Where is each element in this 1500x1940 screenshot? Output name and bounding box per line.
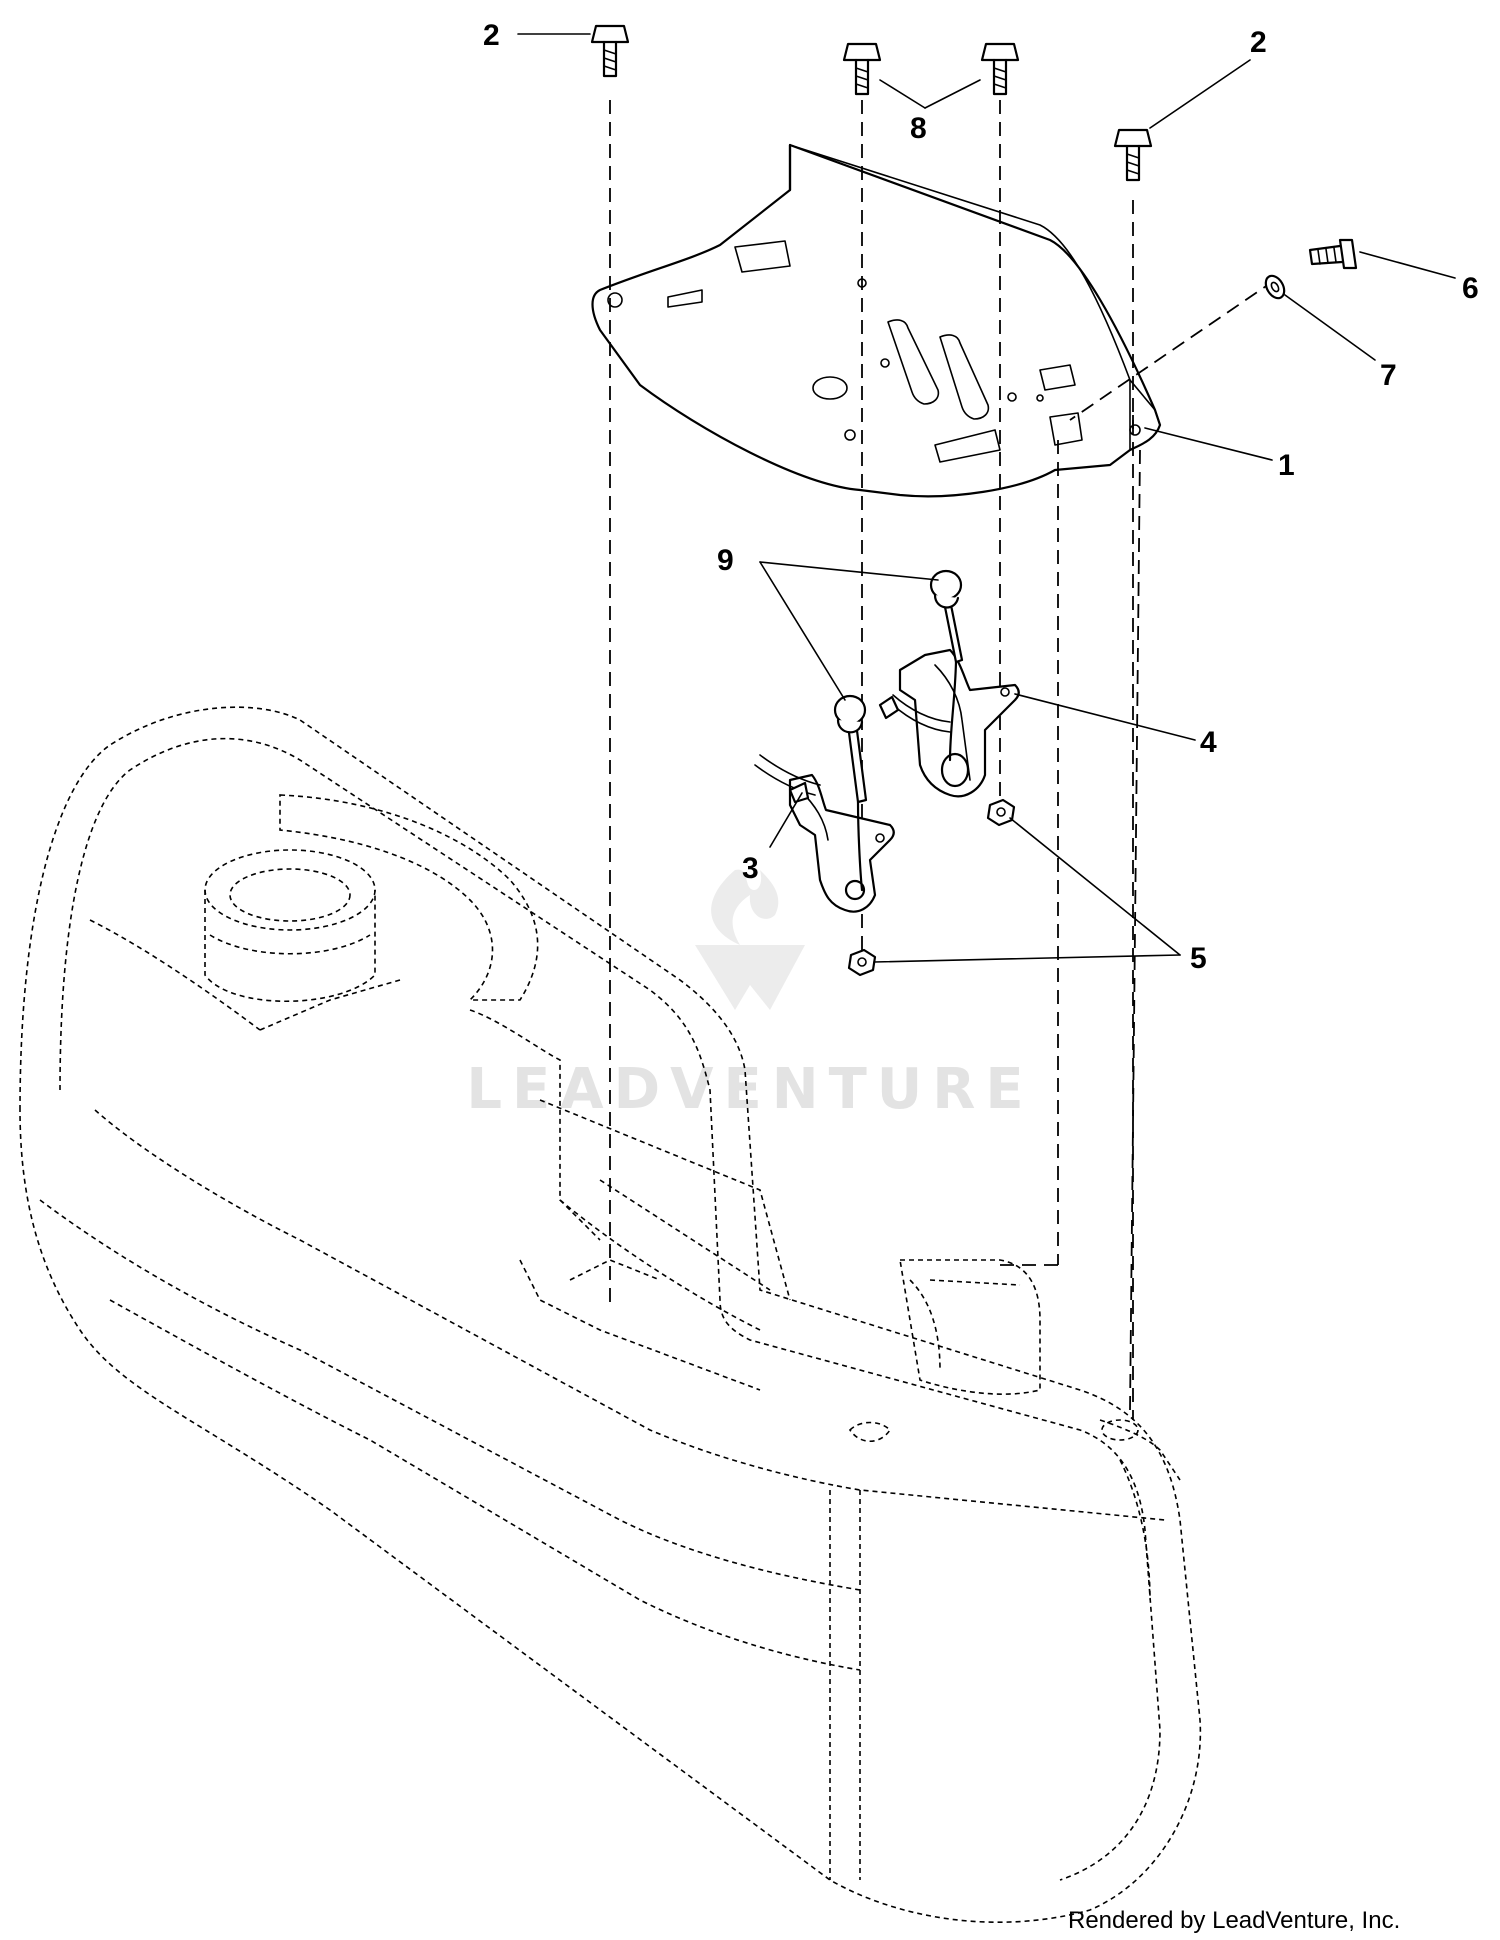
callout-3: 3: [742, 852, 759, 885]
callout-2-left: 2: [483, 19, 500, 52]
callout-6: 6: [1462, 272, 1479, 305]
render-credit: Rendered by LeadVenture, Inc.: [1068, 1907, 1400, 1934]
control-panel-plate: [591, 143, 1162, 498]
watermark: LEADVENTURE: [466, 869, 1033, 1122]
callout-5: 5: [1190, 942, 1207, 975]
bolt-2-right: [1113, 128, 1153, 182]
callout-9: 9: [717, 544, 734, 577]
fender-pan: [19, 706, 1202, 1923]
washer-7: [1264, 274, 1286, 300]
nut-5-left: [847, 948, 877, 977]
bolt-6: [1308, 238, 1358, 270]
bolt-2-left: [590, 24, 630, 78]
watermark-logo-icon: [695, 869, 805, 1010]
assembly-lines: [609, 100, 1276, 1420]
callout-2-right: 2: [1250, 26, 1267, 59]
bolt-8-left: [842, 42, 882, 96]
lever-assembly-4: [878, 569, 1020, 798]
bolt-8-right: [980, 42, 1020, 96]
leader-lines: [517, 33, 1456, 963]
watermark-text: LEADVENTURE: [466, 1057, 1033, 1122]
nut-5-right: [986, 798, 1016, 827]
callout-4: 4: [1200, 726, 1217, 759]
callout-1: 1: [1278, 449, 1295, 482]
callout-7: 7: [1380, 359, 1397, 392]
callout-labels: 2 8 2 6 7 1 9 4 3 5: [483, 19, 1479, 975]
lever-assembly-3: [754, 694, 895, 913]
callout-8: 8: [910, 112, 927, 145]
